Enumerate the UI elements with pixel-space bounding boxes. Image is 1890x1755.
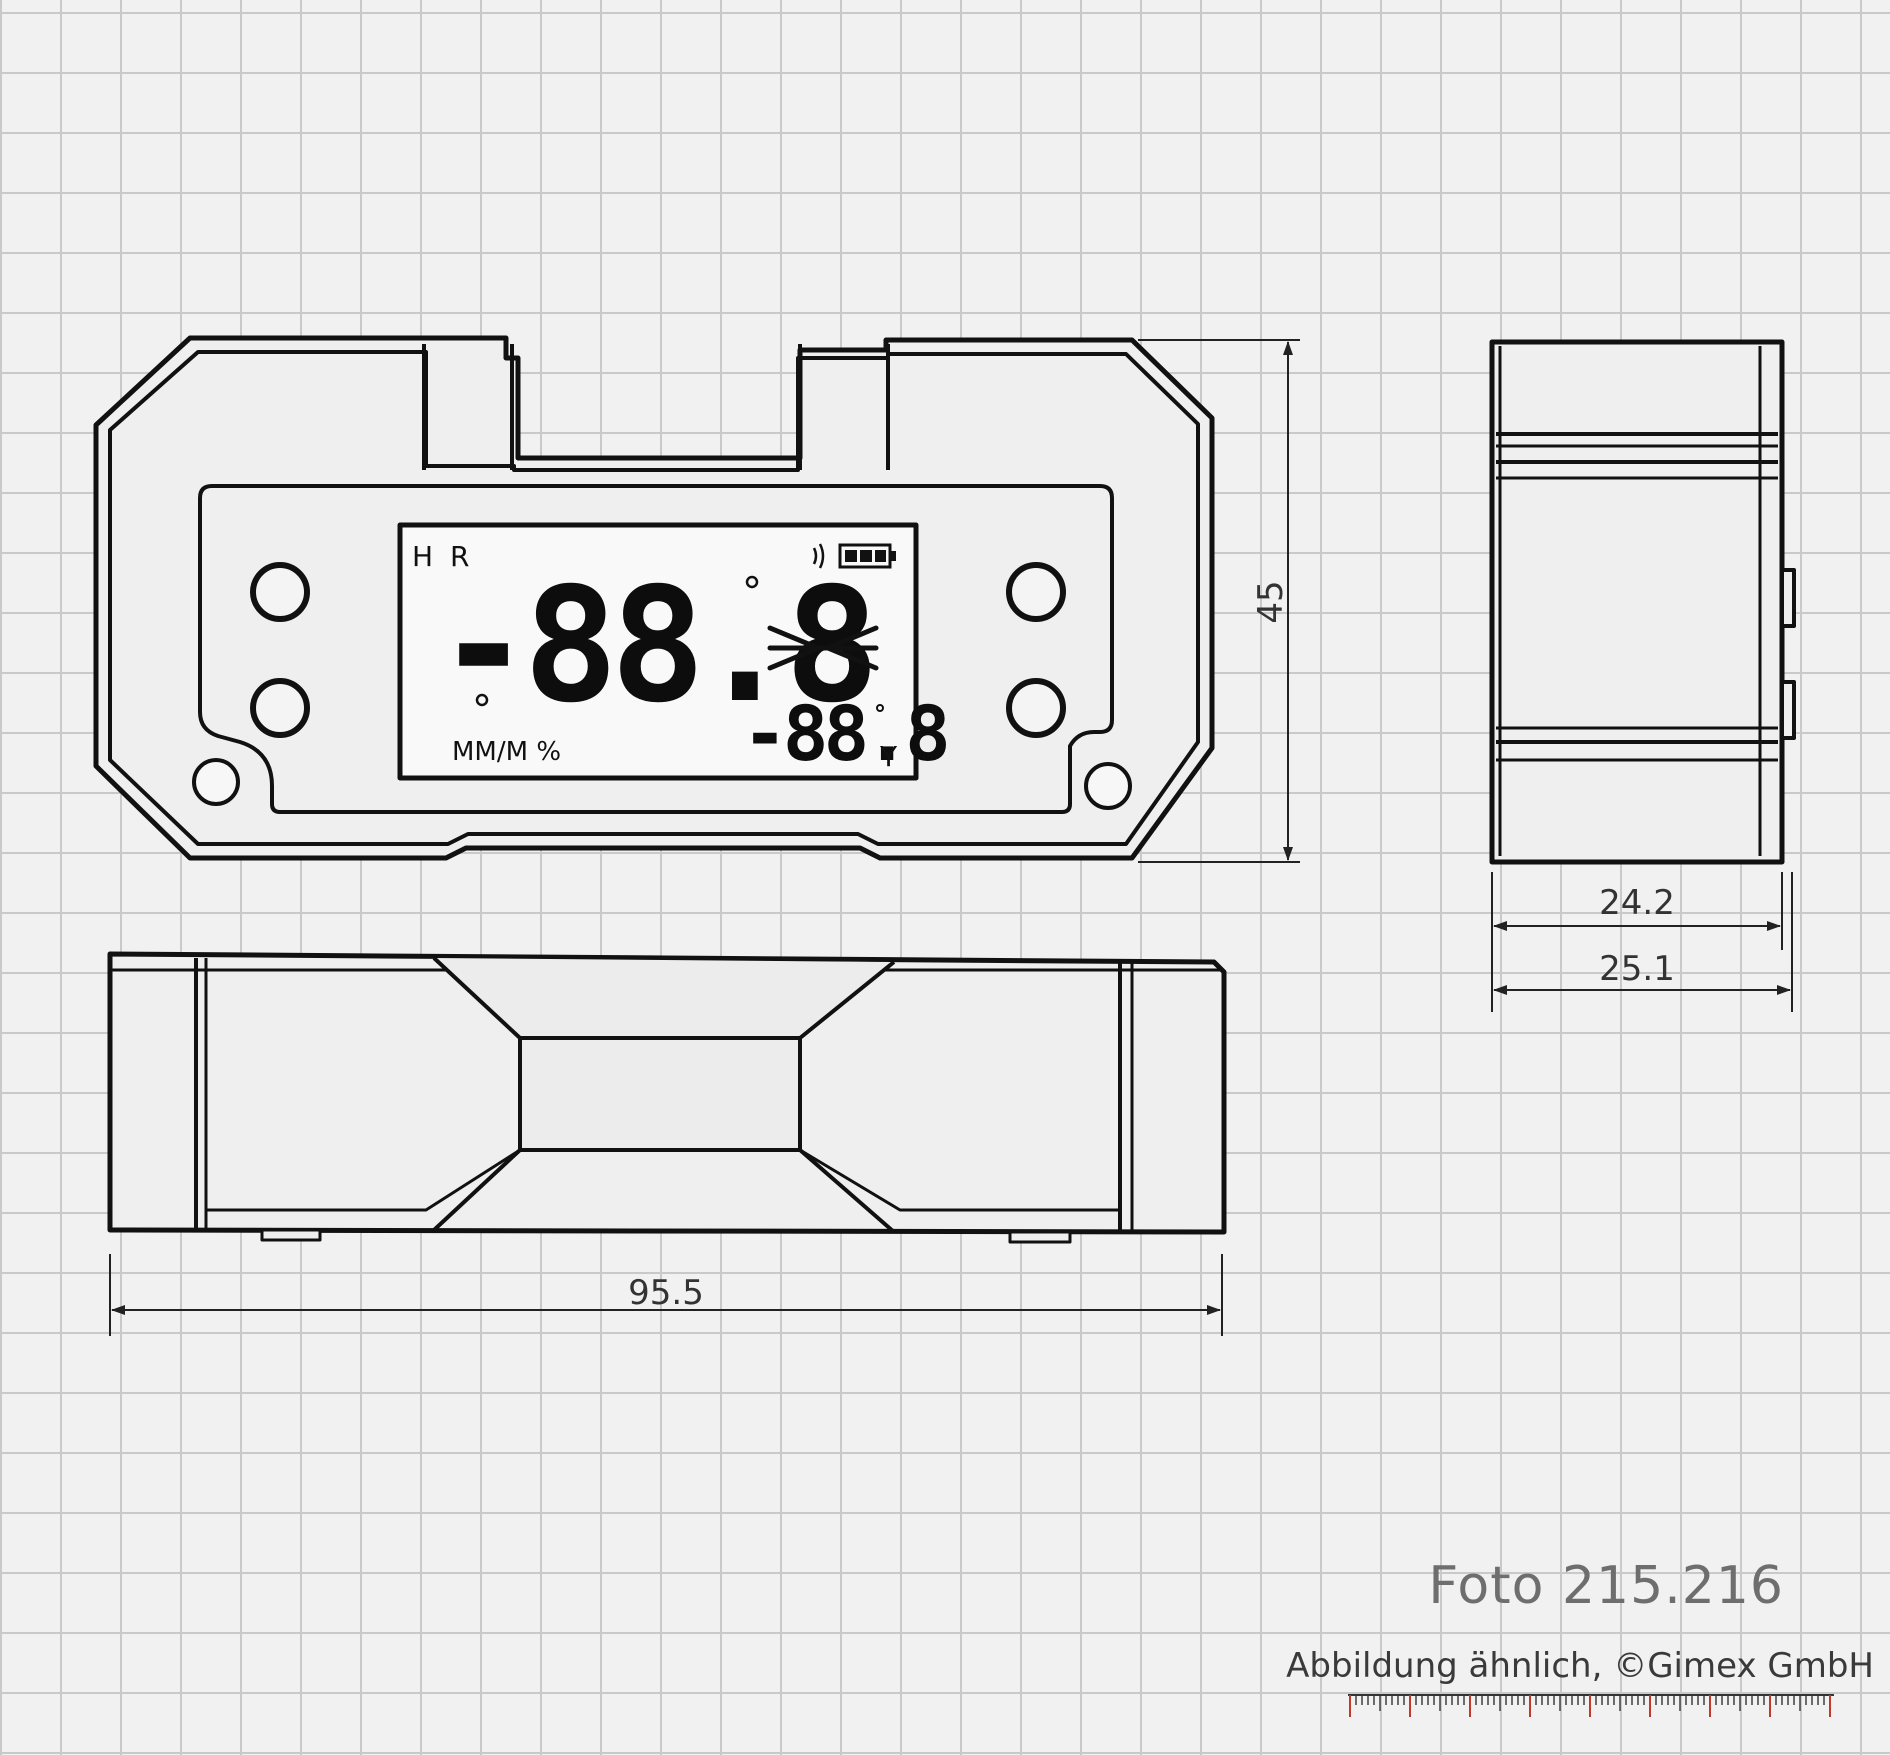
side-view	[1489, 339, 1796, 865]
dimension-length	[109, 1254, 1223, 1336]
button-top-right[interactable]	[1006, 562, 1066, 622]
degree-marker-secondary	[876, 704, 884, 712]
side-button-upper	[1780, 568, 1796, 628]
degree-marker-main	[745, 575, 759, 589]
dimension-width-inner-label: 24.2	[1599, 883, 1675, 923]
battery-icon	[838, 543, 896, 569]
button-bottom-left[interactable]	[250, 678, 310, 738]
mount-slot-right	[798, 344, 890, 470]
wireless-icon	[812, 543, 825, 569]
dimension-width-outer-label: 25.1	[1599, 949, 1675, 989]
dimension-height	[1138, 339, 1300, 863]
mount-slot-left	[422, 344, 514, 470]
lcd-axis-label: Y	[879, 740, 898, 773]
foot-left	[260, 1228, 322, 1242]
top-view	[107, 951, 1227, 1244]
screw-hole-right	[1084, 762, 1132, 810]
dimension-height-label: 45	[1251, 580, 1291, 623]
photo-reference: Foto 215.216	[1428, 1556, 1784, 1616]
button-top-left[interactable]	[250, 562, 310, 622]
foot-right	[1008, 1230, 1072, 1244]
screw-hole-left	[192, 758, 240, 806]
side-button-lower	[1780, 680, 1796, 740]
lcd-secondary-reading: -88.8	[742, 689, 946, 778]
dimension-widths	[1491, 872, 1793, 1012]
scale-ruler	[1348, 1694, 1834, 1717]
ruler-ticks	[1349, 1695, 1831, 1717]
level-indicator-icon	[767, 625, 879, 671]
lcd-unit-label: MM/M %	[452, 737, 561, 767]
small-indicator-dot	[475, 693, 489, 707]
dimension-length-label: 95.5	[628, 1273, 704, 1313]
lcd-mode-label: H R	[412, 540, 473, 573]
copyright-notice: Abbildung ähnlich, ©Gimex GmbH	[1286, 1646, 1874, 1686]
side-body	[1489, 339, 1785, 865]
button-bottom-right[interactable]	[1006, 678, 1066, 738]
lcd-content: H R -88.8	[412, 540, 951, 778]
